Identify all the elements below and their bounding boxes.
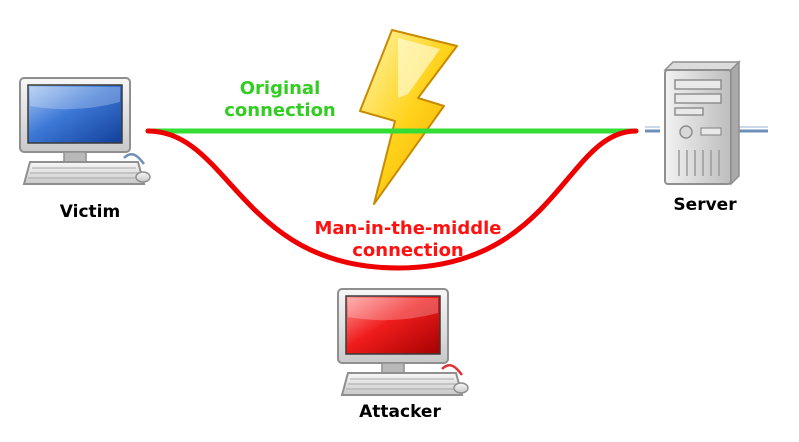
victim-label: Victim (40, 202, 140, 222)
mitm-connection-line (145, 128, 639, 271)
mitm-connection-label-line2: connection (352, 239, 464, 261)
mitm-connection-label: Man-in-the-middle connection (268, 218, 548, 261)
original-connection-label-line2: connection (224, 99, 336, 121)
server-label-text: Server (673, 195, 737, 215)
server-label: Server (655, 195, 755, 215)
server-tower-icon (663, 60, 741, 186)
attacker-label: Attacker (325, 402, 475, 422)
victim-computer-icon (19, 77, 151, 185)
original-connection-label: Original connection (185, 78, 375, 121)
victim-label-text: Victim (59, 202, 121, 222)
attacker-label-text: Attacker (359, 402, 441, 422)
attacker-computer-icon (337, 288, 469, 396)
mitm-connection-label-line1: Man-in-the-middle (314, 218, 502, 239)
lightning-bolt-icon (359, 29, 458, 205)
original-connection-label-line1: Original (239, 78, 321, 99)
network-cable (645, 126, 768, 133)
